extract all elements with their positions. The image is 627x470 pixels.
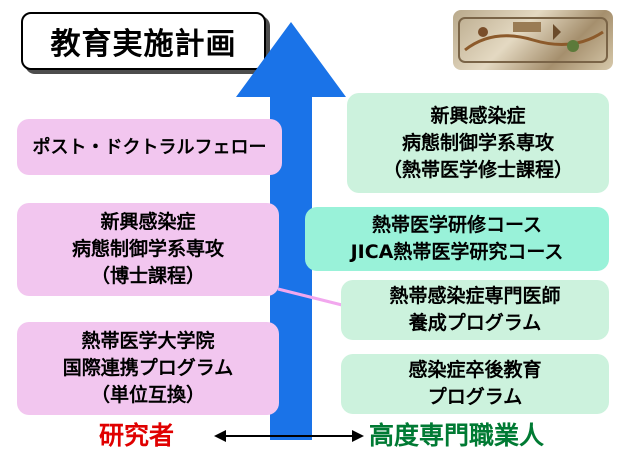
page-title: 教育実施計画: [21, 12, 266, 70]
doctoral-course-box: 新興感染症 病態制御学系専攻 （博士課程）: [17, 203, 279, 296]
professional-label: 高度専門職業人: [369, 421, 545, 450]
specialist-program-box: 熱帯感染症専門医師 養成プログラム: [341, 280, 609, 340]
doctoral-line-2: 病態制御学系専攻: [71, 238, 224, 260]
title-text: 教育実施計画: [50, 27, 237, 62]
masters-line-1: 新興感染症: [430, 104, 526, 127]
decorative-logo: [453, 10, 613, 70]
training-line-2: JICA熱帯医学研究コース: [350, 241, 564, 263]
postdoc-box: ポスト・ドクトラルフェロー: [17, 119, 282, 175]
training-course-box: 熱帯医学研修コース JICA熱帯医学研究コース: [305, 207, 609, 271]
postgrad-line-1: 感染症卒後教育: [408, 359, 542, 381]
masters-line-2: 病態制御学系専攻: [401, 131, 554, 154]
postgrad-program-box: 感染症卒後教育 プログラム: [341, 354, 609, 414]
masters-line-3: （熱帯医学修士課程）: [382, 158, 573, 181]
connector-line: [277, 287, 343, 307]
doctoral-line-3: （博士課程）: [90, 265, 205, 287]
logo-icon: [458, 17, 608, 63]
specialist-line-1: 熱帯感染症専門医師: [389, 285, 561, 307]
up-arrow-icon: [236, 22, 346, 440]
intl-line-3: （単位互換）: [90, 384, 205, 406]
postdoc-line-1: ポスト・ドクトラルフェロー: [32, 136, 267, 158]
double-headed-arrow-icon: [214, 430, 364, 442]
intl-program-box: 熱帯医学大学院 国際連携プログラム （単位互換）: [17, 322, 279, 415]
intl-line-1: 熱帯医学大学院: [81, 330, 215, 352]
doctoral-line-1: 新興感染症: [100, 211, 196, 233]
postgrad-line-2: プログラム: [427, 386, 523, 408]
intl-line-2: 国際連携プログラム: [62, 357, 234, 379]
specialist-line-2: 養成プログラム: [408, 312, 542, 334]
training-line-1: 熱帯医学研修コース: [371, 214, 543, 236]
masters-course-box: 新興感染症 病態制御学系専攻 （熱帯医学修士課程）: [347, 93, 609, 193]
researcher-label: 研究者: [99, 421, 175, 450]
